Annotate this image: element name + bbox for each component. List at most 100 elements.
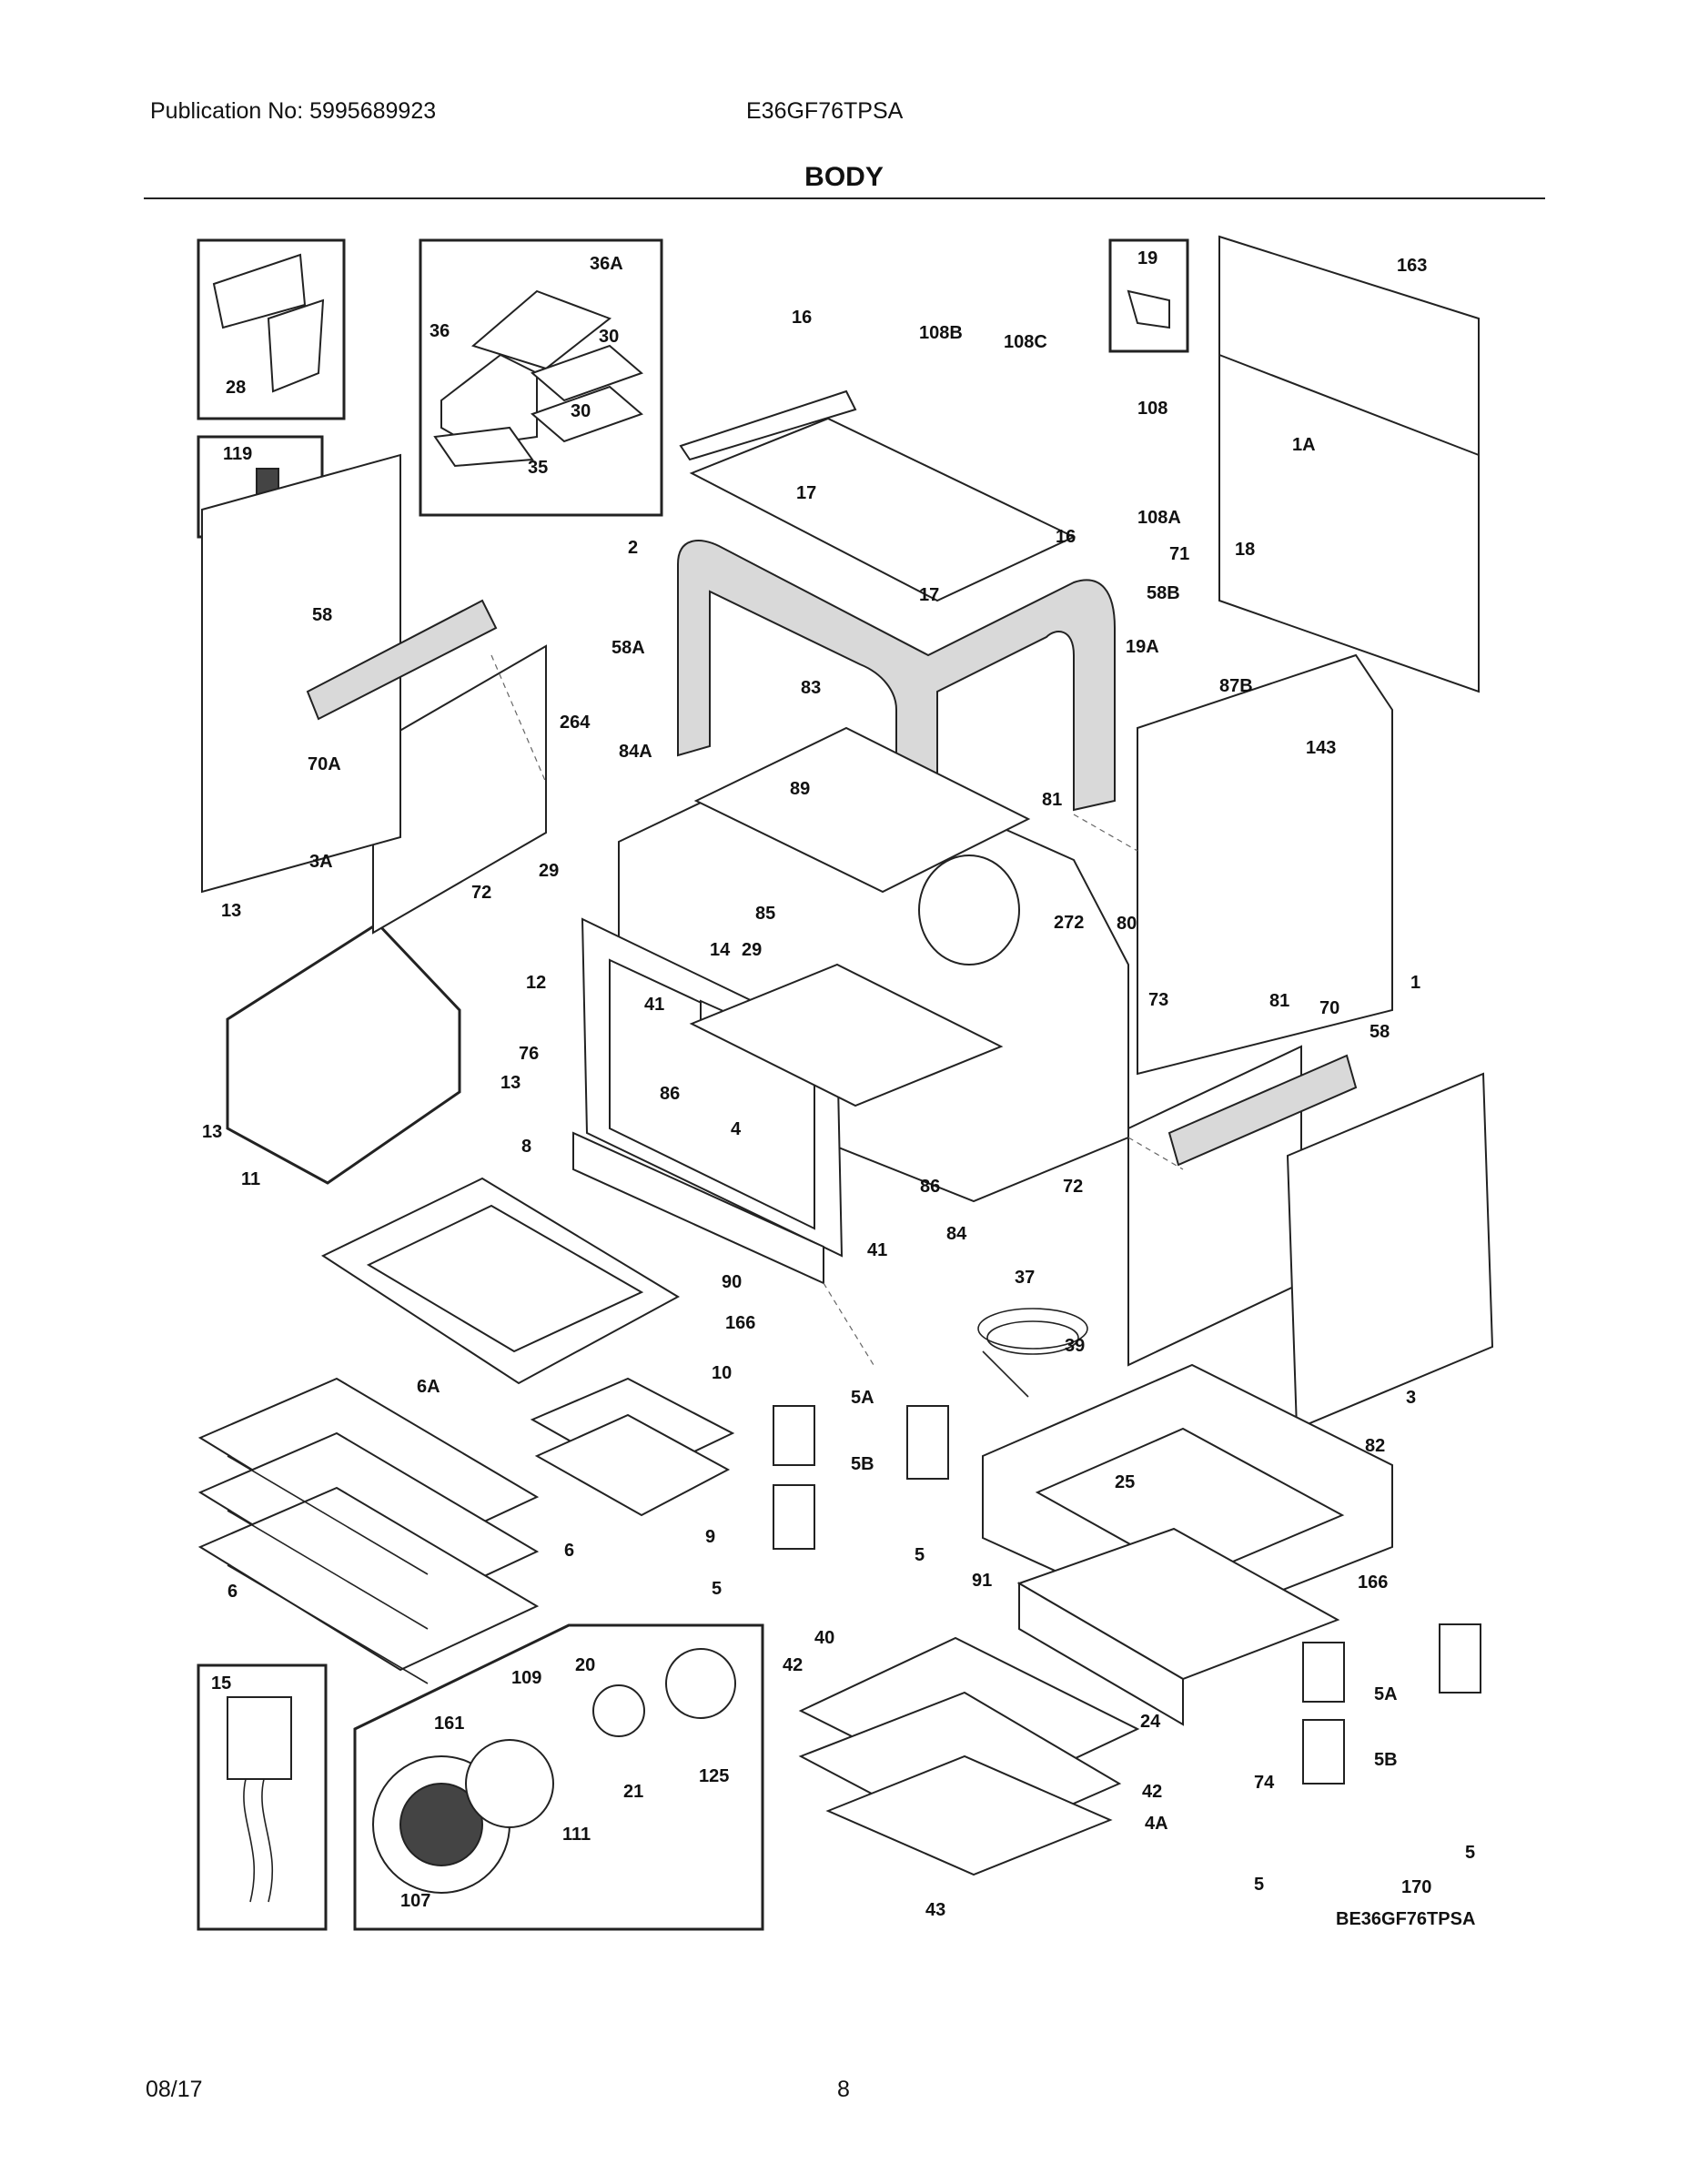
callout-label: 8 [521, 1137, 531, 1157]
callout-label: 108C [1004, 332, 1047, 352]
callout-label: 5A [851, 1388, 874, 1408]
inset-rack-guide-box [226, 922, 461, 1185]
callout-label: 42 [1142, 1782, 1162, 1802]
callout-label: 13 [500, 1073, 521, 1093]
callout-label: 6 [564, 1541, 574, 1561]
callout-label: 17 [796, 483, 816, 503]
callout-label: 13 [221, 901, 241, 921]
insulation-parts [433, 289, 643, 468]
callout-label: 85 [755, 904, 775, 924]
callout-label: 76 [519, 1044, 539, 1064]
trim-bar-58-left [306, 599, 498, 721]
callout-label: 89 [790, 779, 810, 799]
callout-label: 3A [309, 852, 333, 872]
callout-label: 6 [227, 1582, 238, 1602]
callout-label: 21 [623, 1782, 643, 1802]
inset-bracket-box [1108, 238, 1189, 353]
callout-label: 14 [710, 940, 731, 960]
callout-label: 72 [471, 883, 491, 903]
callout-label: 109 [511, 1668, 541, 1688]
callout-label: 11 [241, 1169, 260, 1189]
callout-label: 161 [434, 1714, 464, 1734]
callout-label: 5 [1254, 1875, 1264, 1895]
callout-label: 5 [712, 1579, 722, 1599]
callout-label: 87B [1219, 676, 1253, 696]
callout-label: 82 [1365, 1436, 1385, 1456]
callout-label: 71 [1169, 544, 1189, 564]
callout-label: 24 [1140, 1712, 1161, 1732]
callout-label: 5B [1374, 1750, 1398, 1770]
callout-label: 83 [801, 678, 821, 698]
bracket-part [1127, 289, 1170, 329]
callout-label: 81 [1042, 790, 1062, 810]
callout-label: 86 [660, 1084, 680, 1104]
callout-label: 13 [202, 1122, 222, 1142]
callout-label: 37 [1015, 1268, 1035, 1288]
page-number: 8 [837, 2077, 850, 2102]
callout-label: 74 [1254, 1773, 1275, 1793]
callout-label: 1 [1410, 973, 1420, 993]
callout-label: 272 [1054, 913, 1084, 933]
callout-label: 29 [539, 861, 559, 881]
callout-label: 30 [571, 401, 591, 421]
callout-label: 9 [705, 1527, 715, 1547]
callout-label: 91 [972, 1571, 992, 1591]
callout-label: 143 [1306, 738, 1336, 758]
callout-label: 125 [699, 1766, 729, 1786]
side-panel-left-72 [201, 453, 547, 935]
sensor-15 [227, 1696, 292, 1903]
dashed-guides [490, 654, 1184, 1366]
callout-label: 108 [1137, 399, 1167, 419]
callout-label: 86 [920, 1177, 940, 1197]
callout-label: 41 [644, 995, 664, 1015]
callout-label: 43 [925, 1900, 945, 1920]
section-title: BODY [804, 162, 884, 192]
publication-number: Publication No: 5995689923 [150, 98, 437, 124]
broiler-pan-8 [320, 1177, 681, 1385]
trim-bar-58-right [1167, 1054, 1358, 1167]
callout-label: 107 [400, 1891, 430, 1911]
callout-label: 72 [1063, 1177, 1083, 1197]
fan-assembly [372, 1648, 736, 1894]
broil-pan-insert-10 [530, 1377, 735, 1517]
callout-label: 42 [783, 1655, 803, 1675]
callout-label: 58B [1147, 583, 1180, 603]
callout-label: 12 [526, 973, 546, 993]
callout-label: 70A [308, 754, 341, 774]
side-panel-3 [1286, 1072, 1494, 1431]
callout-label: 1A [1292, 435, 1316, 455]
leveling-legs-5 [773, 1405, 1481, 1785]
callout-label: 28 [226, 378, 246, 398]
callout-label: 108B [919, 323, 963, 343]
wiring-39 [977, 1308, 1088, 1398]
callout-label: 84 [946, 1224, 967, 1244]
callout-label: 4 [731, 1119, 742, 1139]
callout-label: 19 [1137, 248, 1157, 268]
callout-label: 15 [211, 1673, 231, 1694]
oven-liner-4 [689, 963, 1004, 1107]
callout-label: 3 [1406, 1388, 1416, 1408]
callout-label: 16 [792, 308, 812, 328]
callout-label: 35 [528, 458, 548, 478]
callout-label: 16 [1056, 527, 1076, 547]
callout-label: 111 [562, 1825, 591, 1845]
callout-label: 81 [1269, 991, 1289, 1011]
callout-label: 10 [712, 1363, 732, 1383]
inset-insulation-box [419, 238, 663, 517]
callout-label: 5B [851, 1454, 874, 1474]
callout-label: 84A [619, 742, 652, 762]
callout-label: 5 [915, 1545, 925, 1565]
callout-label: 6A [417, 1377, 440, 1397]
oven-racks-6 [197, 1377, 540, 1684]
inset-hinge-box [197, 238, 346, 420]
drawer-74 [1016, 1527, 1340, 1726]
model-number: E36GF76TPSA [746, 98, 904, 124]
callout-label: 19A [1126, 637, 1159, 657]
callout-label: 5 [1465, 1843, 1475, 1863]
callout-label: 80 [1117, 914, 1137, 934]
callout-label: 108A [1137, 508, 1181, 528]
burner-box-40 [798, 1636, 1140, 1876]
callout-label: 36A [590, 254, 623, 274]
